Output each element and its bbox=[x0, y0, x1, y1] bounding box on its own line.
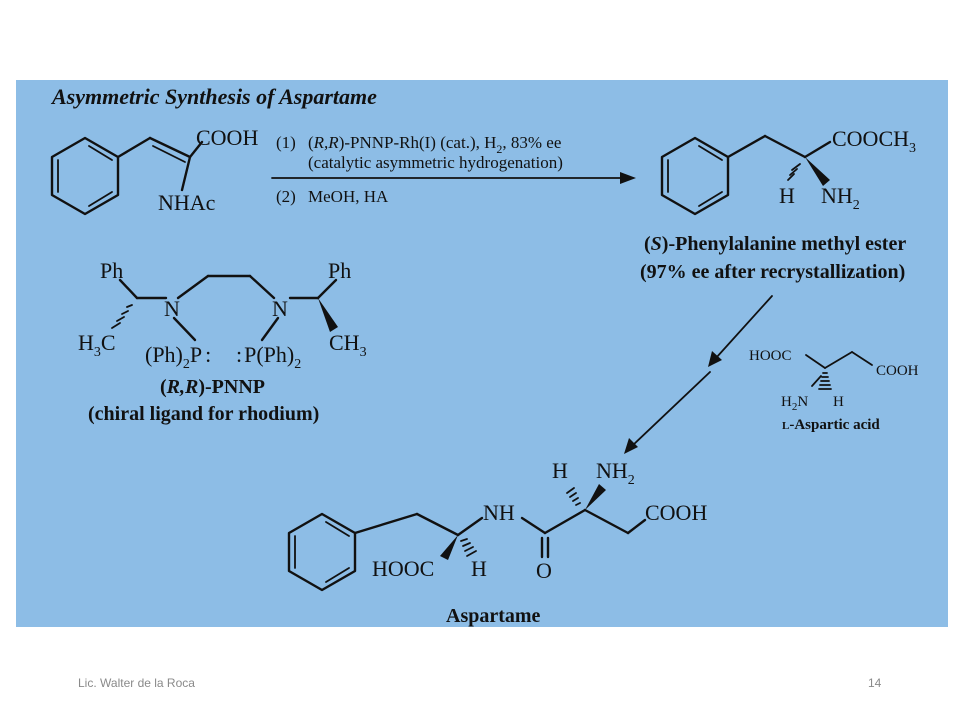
reaction-arrow-3 bbox=[624, 371, 711, 454]
aspartame-o-label: O bbox=[536, 558, 552, 583]
reactant-cooh-label: COOH bbox=[196, 125, 258, 150]
ligand-ph-left: Ph bbox=[100, 258, 123, 283]
ligand-h3c-label: H3C bbox=[78, 330, 116, 360]
ligand-ph-right: Ph bbox=[328, 258, 351, 283]
aspartame-name: Aspartame bbox=[446, 605, 541, 627]
reaction-arrow-2 bbox=[708, 295, 773, 367]
phenylalanine-ester-structure bbox=[660, 134, 832, 216]
ligand-pph2-right: :P(Ph)2 bbox=[236, 342, 301, 372]
reaction-arrow-1 bbox=[271, 172, 636, 184]
ligand-ch3-label: CH3 bbox=[329, 330, 367, 360]
scheme-panel bbox=[16, 80, 948, 627]
aspartic-name: L-Aspartic acid bbox=[782, 417, 880, 433]
step2-conditions: MeOH, HA bbox=[308, 187, 389, 206]
ligand-caption: (chiral ligand for rhodium) bbox=[88, 403, 319, 425]
reactant-nhac-label: NHAc bbox=[158, 190, 216, 215]
pnnp-ligand-structure bbox=[111, 274, 338, 342]
ligand-pph2-left: (Ph)2P: bbox=[145, 342, 211, 372]
aspartic-h-label: H bbox=[833, 394, 844, 410]
aspartame-structure bbox=[287, 484, 647, 592]
scheme-title: Asymmetric Synthesis of Aspartame bbox=[50, 84, 377, 109]
ligand-n-right: N bbox=[272, 296, 288, 321]
footer-author: Lic. Walter de la Roca bbox=[78, 676, 195, 690]
slide-number: 14 bbox=[868, 676, 882, 690]
product-nh2-label: NH2 bbox=[821, 183, 860, 213]
product-h-label: H bbox=[779, 183, 795, 208]
step1-number: (1) bbox=[276, 133, 296, 152]
aspartame-h-label: H bbox=[552, 458, 568, 483]
aspartic-acid-structure bbox=[805, 351, 873, 390]
product-name: (S)-Phenylalanine methyl ester bbox=[644, 233, 906, 255]
product-ester-label: COOCH3 bbox=[832, 126, 916, 156]
aspartame-nh-label: NH bbox=[483, 500, 515, 525]
step1-conditions: (R,R)-PNNP-Rh(I) (cat.), H2, 83% ee bbox=[308, 133, 561, 156]
reactant-structure bbox=[50, 136, 204, 216]
step1-note: (catalytic asymmetric hydrogenation) bbox=[308, 153, 563, 172]
aspartame-h-bottom-label: H bbox=[471, 556, 487, 581]
aspartame-cooh-label: COOH bbox=[645, 500, 707, 525]
product-ee-note: (97% ee after recrystallization) bbox=[640, 261, 905, 283]
aspartic-cooh-label: COOH bbox=[876, 363, 919, 379]
aspartame-hooc-label: HOOC bbox=[372, 556, 434, 581]
ligand-n-left: N bbox=[164, 296, 180, 321]
aspartic-h2n-label: H2N bbox=[781, 394, 808, 413]
step2-number: (2) bbox=[276, 187, 296, 206]
aspartame-nh2-label: NH2 bbox=[596, 458, 635, 488]
ligand-name: (R,R)-PNNP bbox=[160, 376, 265, 398]
aspartic-hooc-label: HOOC bbox=[749, 348, 792, 364]
